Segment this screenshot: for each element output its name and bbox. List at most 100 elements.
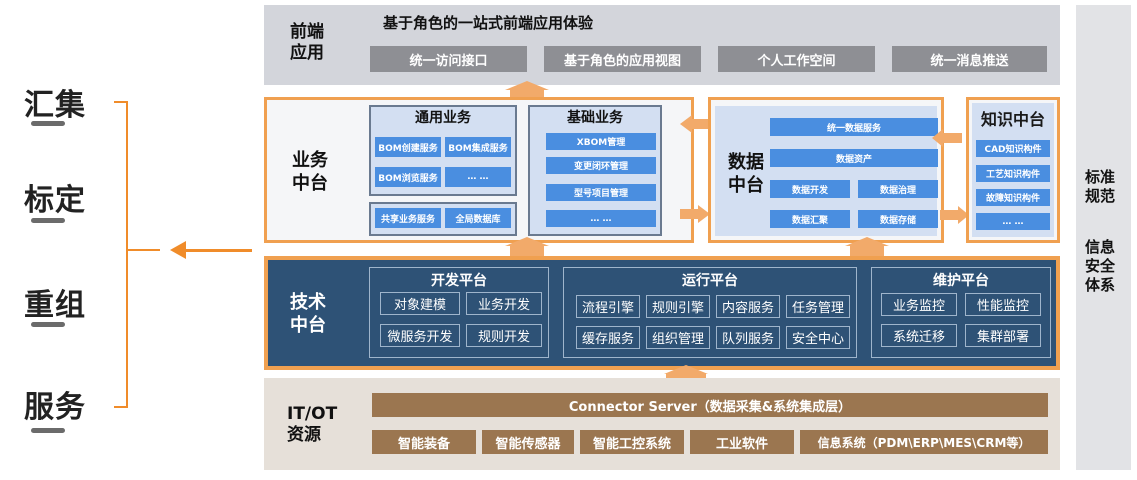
run-platform-item-6: 组织管理 bbox=[646, 326, 710, 349]
dev-platform-item-4: 规则开发 bbox=[466, 324, 542, 347]
arrow-biz-to-data-stem bbox=[680, 209, 698, 219]
basic-business-title: 基础业务 bbox=[567, 110, 623, 126]
connector-server-bar: Connector Server（数据采集&系统集成层） bbox=[372, 393, 1048, 417]
shared-service-item-1: 共享业务服务 bbox=[375, 208, 441, 228]
business-label-line2: 中台 bbox=[292, 172, 328, 194]
tech-label-line1: 技术 bbox=[290, 292, 326, 313]
knowledge-title: 知识中台 bbox=[980, 110, 1045, 129]
arrow-knowledge-to-data-stem bbox=[942, 133, 962, 143]
run-platform-panel bbox=[563, 267, 857, 358]
standards-security-column bbox=[1076, 5, 1131, 470]
security-label-line2: 安全 bbox=[1085, 256, 1116, 275]
arrow-data-to-knowledge-stem bbox=[940, 210, 958, 220]
business-label-line1: 业务 bbox=[292, 150, 328, 171]
security-label-line1: 信息 bbox=[1085, 238, 1116, 256]
general-business-item-4: … … bbox=[445, 167, 511, 187]
itot-label-line2: 资源 bbox=[287, 425, 321, 446]
frontend-label-line2: 应用 bbox=[290, 43, 324, 64]
data-platform-label-front: 数据 中台 bbox=[728, 152, 764, 197]
step-dash-2 bbox=[31, 218, 65, 223]
data-platform-item-aggregation: 数据汇聚 bbox=[770, 210, 850, 228]
up-arrow-tech-biz-stem bbox=[510, 246, 544, 256]
step-dash-4 bbox=[31, 428, 65, 433]
shared-service-item-2: 全局数据库 bbox=[445, 208, 511, 228]
step-dash-1 bbox=[31, 121, 65, 126]
step-label-1: 汇集 bbox=[24, 88, 86, 123]
left-arrow-head bbox=[170, 241, 186, 259]
run-platform-item-1: 流程引擎 bbox=[576, 295, 640, 318]
arrow-biz-to-data-head bbox=[698, 205, 710, 223]
data-platform-label-front-line2: 中台 bbox=[728, 174, 764, 196]
step-label-4: 服务 bbox=[24, 390, 86, 425]
itot-label-line1: IT/OT bbox=[287, 404, 338, 424]
itot-layer bbox=[264, 378, 1060, 470]
knowledge-item-3: 故障知识构件 bbox=[976, 189, 1050, 206]
ops-platform-item-1: 业务监控 bbox=[881, 293, 957, 316]
knowledge-item-1: CAD知识构件 bbox=[976, 140, 1050, 157]
itot-item-4: 工业软件 bbox=[690, 430, 794, 454]
run-platform-item-4: 任务管理 bbox=[786, 295, 850, 318]
itot-item-3: 智能工控系统 bbox=[580, 430, 684, 454]
frontend-item-4: 统一消息推送 bbox=[892, 46, 1047, 72]
general-business-title: 通用业务 bbox=[415, 110, 471, 126]
arrow-data-to-biz-head bbox=[680, 115, 692, 133]
tech-label: 技术 中台 bbox=[290, 292, 326, 337]
ops-platform-panel bbox=[871, 267, 1051, 358]
frontend-item-3: 个人工作空间 bbox=[718, 46, 875, 72]
data-platform-item-governance: 数据治理 bbox=[858, 180, 938, 198]
itot-label: IT/OT 资源 bbox=[287, 404, 337, 447]
tech-layer bbox=[264, 256, 1060, 370]
itot-item-1: 智能装备 bbox=[372, 430, 476, 454]
left-arrow-shaft bbox=[186, 249, 252, 252]
up-arrow-tech-data-head bbox=[845, 237, 889, 246]
run-platform-item-7: 队列服务 bbox=[716, 326, 780, 349]
standards-label: 标准 规范 bbox=[1085, 168, 1115, 206]
arrow-data-to-knowledge-head bbox=[958, 206, 969, 224]
run-platform-item-3: 内容服务 bbox=[716, 295, 780, 318]
ops-platform-item-3: 系统迁移 bbox=[881, 324, 957, 347]
standards-label-line1: 标准 bbox=[1085, 168, 1116, 186]
security-label: 信息 安全 体系 bbox=[1085, 238, 1115, 294]
data-platform-item-dev: 数据开发 bbox=[770, 180, 850, 198]
dev-platform-item-1: 对象建模 bbox=[380, 292, 460, 315]
security-label-line3: 体系 bbox=[1085, 275, 1116, 294]
run-platform-item-2: 规则引擎 bbox=[646, 295, 710, 318]
data-platform-label-front-line1: 数据 bbox=[728, 152, 764, 173]
ops-platform-title: 维护平台 bbox=[933, 273, 989, 289]
frontend-item-1: 统一访问接口 bbox=[370, 46, 527, 72]
arrow-knowledge-to-data-head bbox=[932, 129, 943, 147]
frontend-item-2: 基于角色的应用视图 bbox=[544, 46, 701, 72]
tech-label-line2: 中台 bbox=[290, 314, 326, 336]
dev-platform-item-2: 业务开发 bbox=[466, 292, 542, 315]
business-label: 业务 中台 bbox=[292, 150, 328, 195]
data-platform-item-assets: 数据资产 bbox=[770, 149, 938, 167]
ops-platform-item-2: 性能监控 bbox=[965, 293, 1041, 316]
run-platform-title: 运行平台 bbox=[682, 273, 738, 289]
data-platform-item-unified: 统一数据服务 bbox=[770, 118, 938, 136]
data-platform-item-storage: 数据存储 bbox=[858, 210, 938, 228]
ops-platform-item-4: 集群部署 bbox=[965, 324, 1041, 347]
frontend-label-line1: 前端 bbox=[290, 22, 324, 42]
up-arrow-tech-biz-head bbox=[505, 237, 549, 246]
step-label-2: 标定 bbox=[24, 183, 86, 218]
dev-platform-item-3: 微服务开发 bbox=[380, 324, 460, 347]
general-business-item-3: BOM浏览服务 bbox=[375, 167, 441, 187]
up-arrow-biz-front-head bbox=[505, 81, 549, 90]
run-platform-item-5: 缓存服务 bbox=[576, 326, 640, 349]
basic-business-item-4: … … bbox=[546, 210, 656, 227]
steps-brace bbox=[114, 101, 128, 408]
step-label-3: 重组 bbox=[24, 288, 86, 323]
basic-business-item-1: XBOM管理 bbox=[546, 133, 656, 150]
dev-platform-panel bbox=[369, 267, 549, 358]
up-arrow-itot-tech-head bbox=[664, 365, 708, 374]
brace-tick bbox=[128, 249, 160, 251]
itot-item-5: 信息系统（PDM\ERP\MES\CRM等） bbox=[800, 430, 1048, 454]
basic-business-item-2: 变更闭环管理 bbox=[546, 157, 656, 174]
run-platform-item-8: 安全中心 bbox=[786, 326, 850, 349]
up-arrow-biz-front-stem bbox=[510, 90, 544, 98]
basic-business-item-3: 型号项目管理 bbox=[546, 184, 656, 201]
up-arrow-tech-data-stem bbox=[850, 246, 884, 256]
frontend-label: 前端 应用 bbox=[290, 22, 324, 65]
knowledge-item-2: 工艺知识构件 bbox=[976, 165, 1050, 182]
general-business-item-2: BOM集成服务 bbox=[445, 137, 511, 157]
